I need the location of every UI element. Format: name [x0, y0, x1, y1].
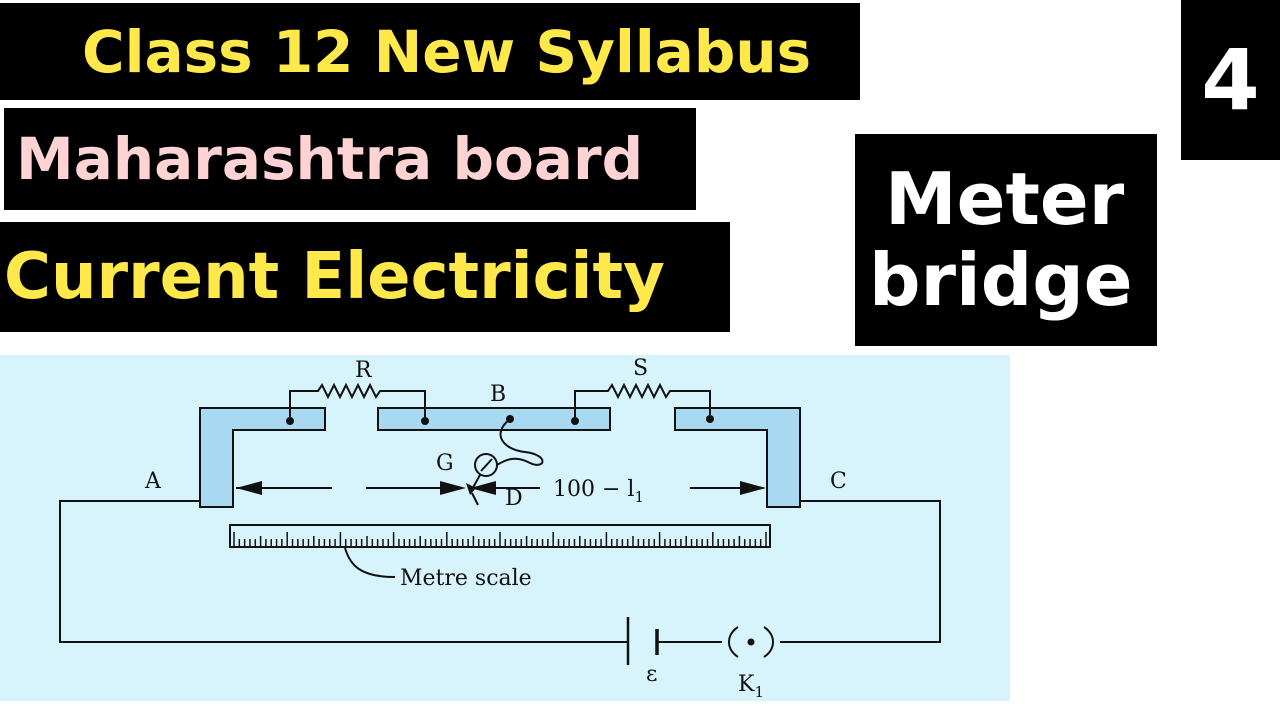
label-metre-scale: Metre scale: [400, 566, 532, 591]
label-D: D: [505, 486, 523, 511]
arrow-right-head-D: [440, 481, 466, 495]
key-left-paren: [728, 626, 739, 658]
right-copper-strip: [674, 407, 801, 508]
jockey-tip: [471, 492, 479, 506]
label-A: A: [144, 469, 162, 494]
meter-bridge-diagram: R S B A C G D 100 − l1 Metre scale ε K1: [0, 355, 1010, 701]
label-B: B: [490, 382, 506, 407]
title-chapter-text: Current Electricity: [4, 240, 665, 314]
key-right-paren: [763, 626, 774, 658]
terminal-dot: [706, 415, 714, 423]
title-board-text: Maharashtra board: [16, 125, 644, 193]
terminal-dot: [286, 417, 294, 425]
terminal-dot: [571, 417, 579, 425]
arrow-right-head: [740, 481, 766, 495]
terminal-dot: [421, 417, 429, 425]
label-key: K1: [738, 672, 764, 701]
title-banner-syllabus: Class 12 New Syllabus: [0, 3, 860, 100]
scale-ticks: [233, 532, 767, 546]
topic-line1: Meter: [885, 157, 1125, 242]
left-copper-strip: [199, 407, 326, 508]
galvanometer-lead: [496, 418, 544, 466]
label-R: R: [355, 358, 373, 383]
arrow-left-head-D: [470, 481, 496, 495]
title-banner-board: Maharashtra board: [4, 108, 696, 210]
label-G: G: [436, 451, 454, 476]
scale-label-leader: [344, 547, 396, 578]
circuit-wire: [59, 500, 628, 643]
title-banner-chapter: Current Electricity: [0, 222, 730, 332]
label-emf: ε: [646, 662, 657, 687]
resistor-S: [574, 382, 711, 417]
circuit-wire: [780, 500, 941, 643]
topic-banner: Meter bridge: [855, 134, 1157, 346]
arrow-left-head: [236, 481, 262, 495]
topic-line2: bridge: [869, 238, 1133, 322]
label-S: S: [633, 356, 648, 381]
jockey-arrow-head: [466, 483, 476, 495]
label-length: 100 − l1: [553, 477, 644, 506]
title-syllabus-text: Class 12 New Syllabus: [82, 17, 812, 86]
galvanometer-needle: [480, 458, 493, 472]
resistor-R: [289, 382, 426, 417]
episode-number-badge: 4: [1181, 0, 1280, 160]
episode-number: 4: [1201, 31, 1260, 129]
middle-copper-strip: [377, 407, 611, 431]
label-C: C: [830, 469, 847, 494]
key-plug: [747, 638, 755, 646]
